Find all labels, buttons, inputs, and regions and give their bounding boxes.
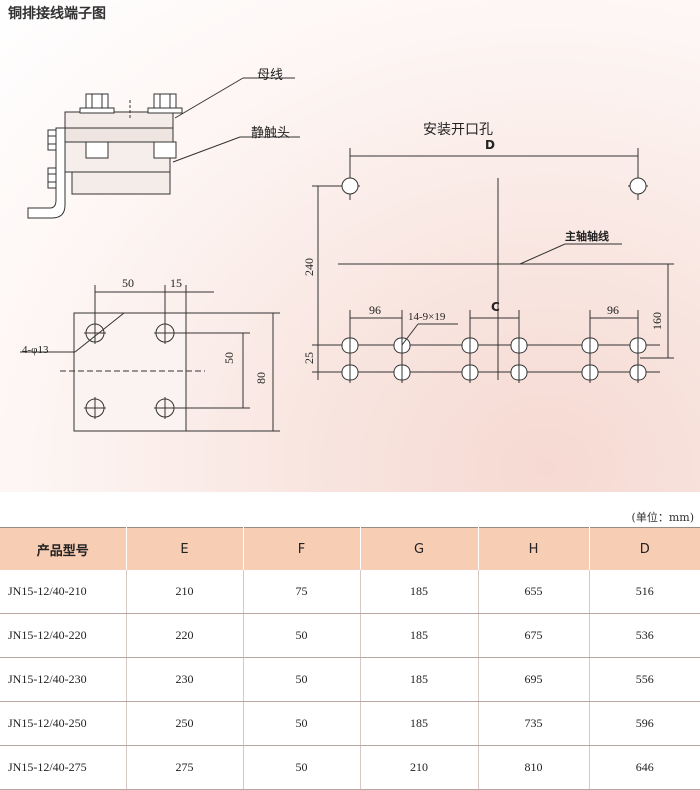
table-cell: 735 bbox=[477, 701, 589, 746]
table-row: JN15-12/40-250 250 50 185 735 596 bbox=[0, 701, 700, 746]
dim-15: 15 bbox=[170, 276, 182, 290]
header-h: H bbox=[478, 527, 590, 570]
table-cell: 210 bbox=[125, 570, 243, 614]
dim-D: D bbox=[485, 138, 495, 152]
page-title: 铜排接线端子图 bbox=[8, 6, 106, 22]
table-cell: 695 bbox=[477, 657, 589, 702]
table-row: JN15-12/40-220 220 50 185 675 536 bbox=[0, 613, 700, 658]
slot-spec-label: 14-9×19 bbox=[408, 311, 446, 323]
table-cell: 810 bbox=[477, 745, 589, 790]
table-header-row: 产品型号 E F G H D bbox=[0, 527, 700, 570]
dim-50-side: 50 bbox=[222, 352, 236, 364]
terminal-assembly bbox=[27, 77, 300, 219]
dim-25: 25 bbox=[302, 352, 316, 364]
static-contact-label: 静触头 bbox=[251, 126, 291, 141]
dim-96-left: 96 bbox=[369, 303, 381, 317]
table-cell: JN15-12/40-230 bbox=[0, 657, 126, 702]
dim-96-right: 96 bbox=[607, 303, 619, 317]
dim-160: 160 bbox=[650, 312, 664, 330]
table-cell: 250 bbox=[125, 701, 243, 746]
table-cell: 75 bbox=[242, 570, 360, 614]
dim-50-top: 50 bbox=[122, 276, 134, 290]
main-axis-label: 主轴轴线 bbox=[565, 230, 609, 243]
table-row: JN15-12/40-210 210 75 185 655 516 bbox=[0, 570, 700, 614]
unit-note: (单位：mm) bbox=[631, 511, 694, 524]
hole-spec-label: 4-φ13 bbox=[22, 344, 49, 356]
table-cell: 596 bbox=[588, 701, 700, 746]
table-cell: 220 bbox=[125, 613, 243, 658]
header-f: F bbox=[243, 527, 361, 570]
table-cell: 230 bbox=[125, 657, 243, 702]
table-cell: JN15-12/40-275 bbox=[0, 745, 126, 790]
table-cell: 185 bbox=[359, 657, 478, 702]
table-cell: JN15-12/40-250 bbox=[0, 701, 126, 746]
table-cell: 675 bbox=[477, 613, 589, 658]
header-model: 产品型号 bbox=[0, 527, 127, 570]
busbar-label: 母线 bbox=[257, 68, 284, 83]
table-cell: 185 bbox=[359, 570, 478, 614]
dim-240: 240 bbox=[302, 258, 316, 276]
table-cell: 50 bbox=[242, 701, 360, 746]
header-g: G bbox=[360, 527, 479, 570]
table-cell: 536 bbox=[588, 613, 700, 658]
table-cell: 275 bbox=[125, 745, 243, 790]
table-cell: JN15-12/40-210 bbox=[0, 570, 126, 614]
table-cell: 50 bbox=[242, 745, 360, 790]
table-cell: 646 bbox=[588, 745, 700, 790]
table-row: JN15-12/40-230 230 50 185 695 556 bbox=[0, 657, 700, 702]
mount-hole-title: 安装开口孔 bbox=[423, 122, 493, 138]
table-cell: 185 bbox=[359, 613, 478, 658]
header-e: E bbox=[126, 527, 244, 570]
drawing-area: 铜排接线端子图 母线 静触头 安装开口孔 主轴轴线 4-φ13 14-9×19 … bbox=[0, 0, 700, 492]
terminal-plate bbox=[20, 285, 280, 432]
dim-80: 80 bbox=[254, 372, 268, 384]
table-cell: 655 bbox=[477, 570, 589, 614]
table-cell: 556 bbox=[588, 657, 700, 702]
header-d: D bbox=[589, 527, 700, 570]
table-cell: 516 bbox=[588, 570, 700, 614]
table-cell: 50 bbox=[242, 657, 360, 702]
table-cell: JN15-12/40-220 bbox=[0, 613, 126, 658]
spec-table: 产品型号 E F G H D JN15-12/40-210 210 75 185… bbox=[0, 527, 700, 790]
technical-drawing bbox=[20, 77, 674, 432]
mounting-hole-layout bbox=[312, 148, 674, 383]
table-cell: 210 bbox=[359, 745, 478, 790]
dim-C: C bbox=[491, 300, 500, 314]
table-cell: 50 bbox=[242, 613, 360, 658]
table-cell: 185 bbox=[359, 701, 478, 746]
table-row: JN15-12/40-275 275 50 210 810 646 bbox=[0, 745, 700, 790]
